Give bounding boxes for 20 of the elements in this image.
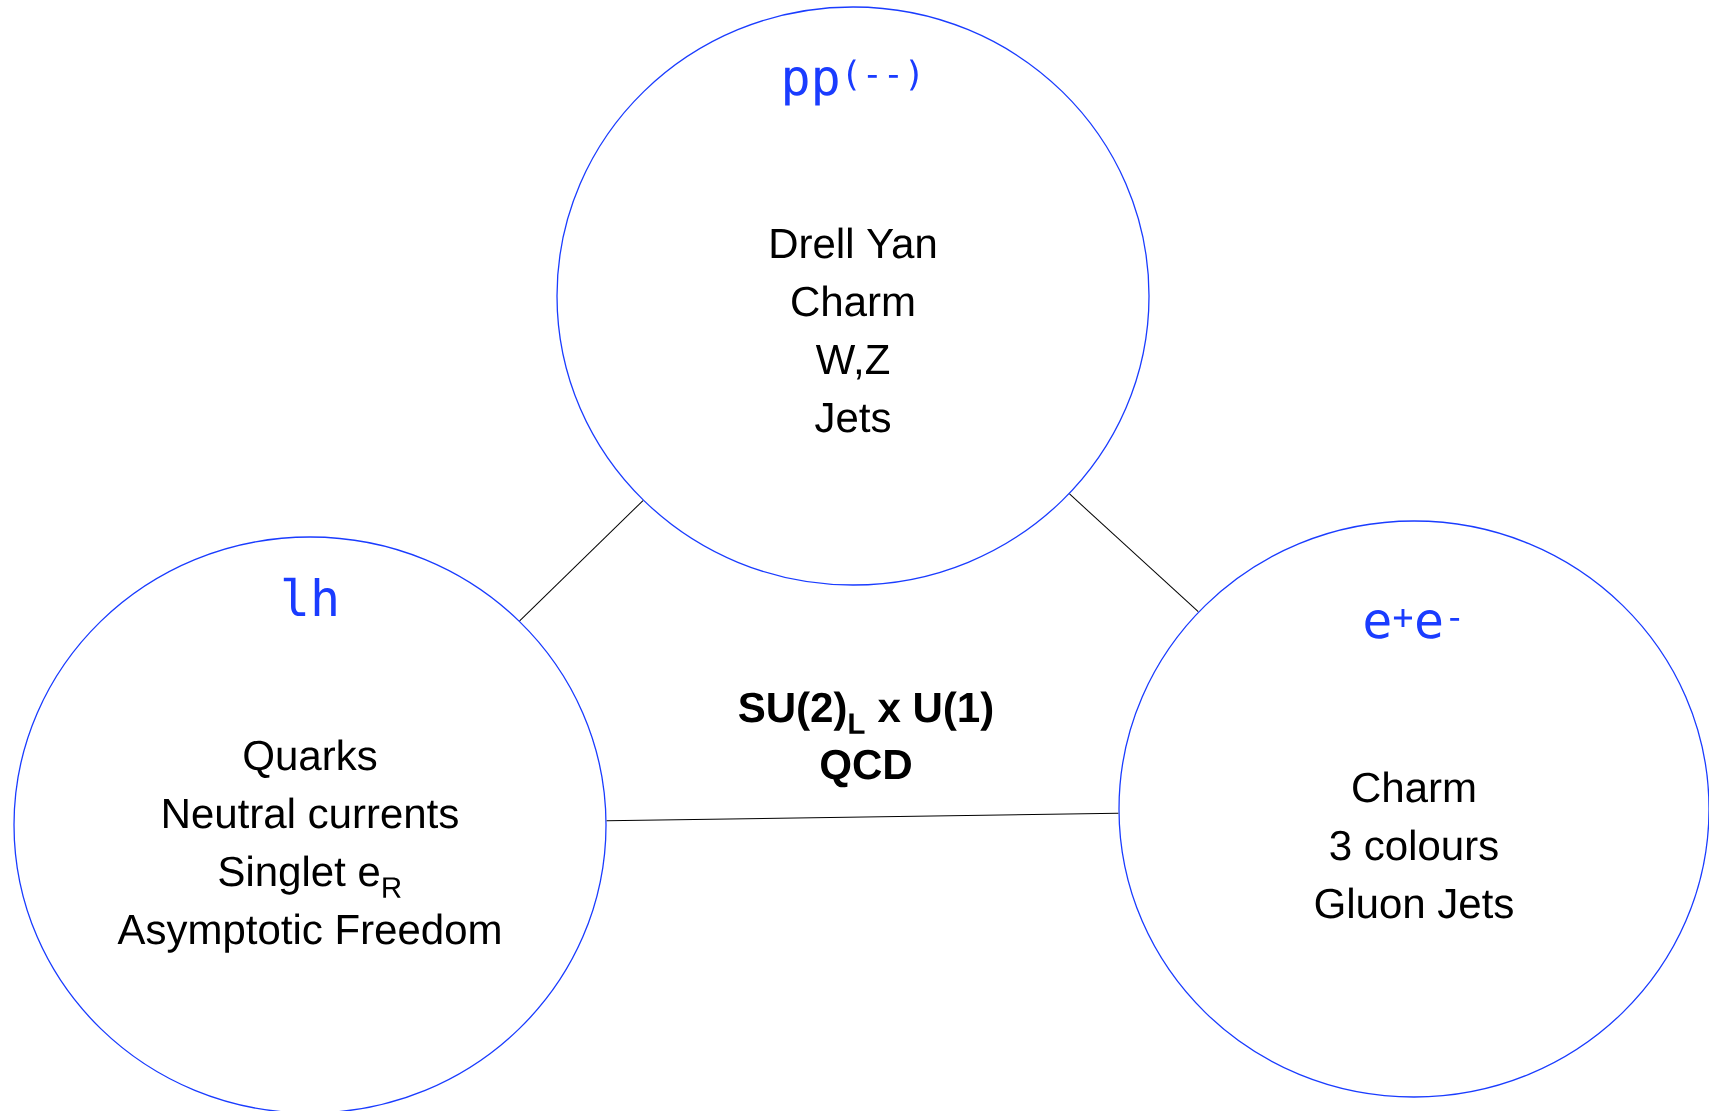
node-heading: pp$^{(--)}$ (785, 59, 918, 106)
center-label: QCD (821, 749, 911, 788)
node-heading: lh (283, 577, 336, 616)
node-text: Charm (792, 285, 914, 317)
node-text: 3 colours (1330, 829, 1498, 861)
node-text: Quarks (244, 739, 377, 778)
connector-line (606, 812, 1119, 822)
center-label: SU(2)$_{L}$ x U(1) (738, 691, 993, 734)
connector-line (519, 500, 644, 622)
node-heading: e$^{+}$e$^{-}$ (1365, 608, 1460, 639)
node-text: Asymptotic Freedom (117, 913, 500, 953)
circle (556, 6, 1150, 586)
node-text: Jets (815, 403, 890, 433)
node-text: Gluon Jets (1315, 887, 1513, 919)
node-text: Singlet e$_{R}$ (219, 855, 401, 898)
node-text: W,Z (815, 345, 890, 380)
node-text: Drell Yan (771, 227, 936, 259)
node-text: Charm (1353, 771, 1475, 803)
node-text: Neutral currents (164, 797, 458, 829)
connector-line (1069, 493, 1199, 613)
